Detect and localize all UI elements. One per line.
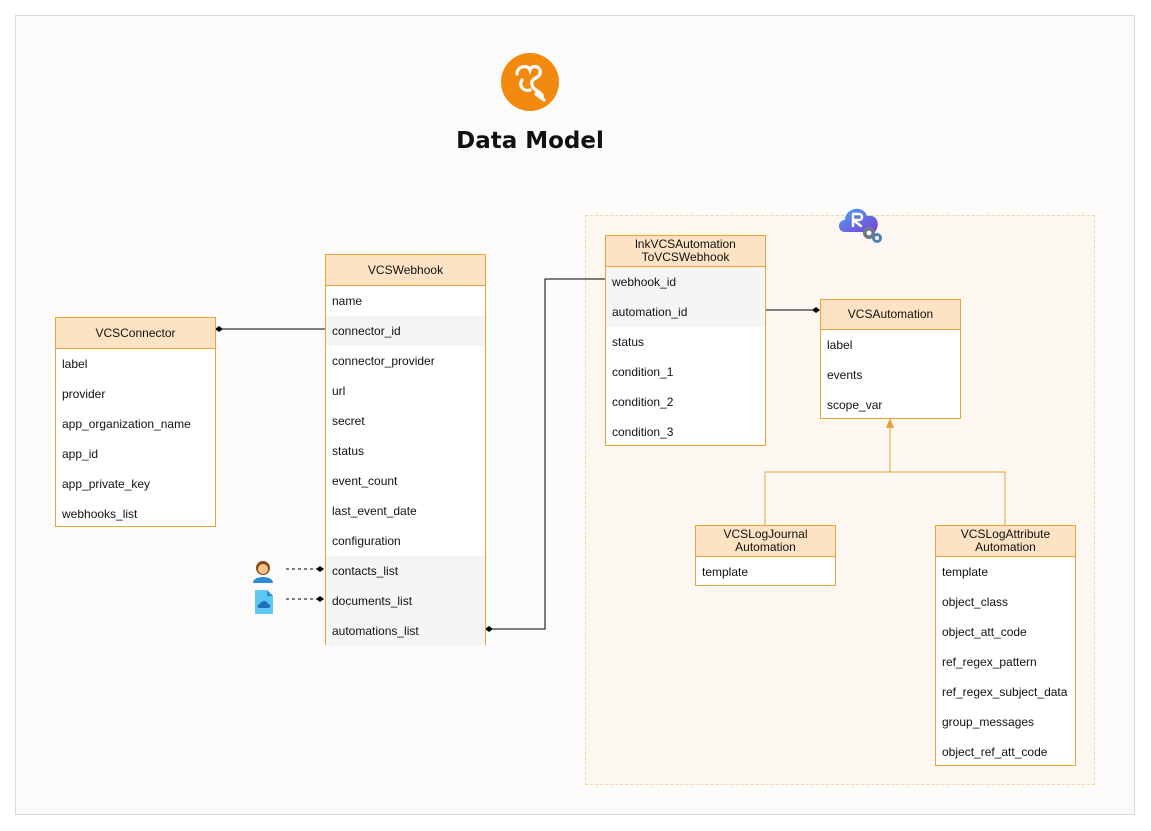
entity-field: condition_1 bbox=[612, 365, 674, 379]
entity-title-line1: VCSLogAttribute bbox=[960, 527, 1051, 541]
diagram-title: Data Model bbox=[456, 128, 604, 154]
entity-title-line1: VCSLogJournal bbox=[723, 527, 808, 541]
entity-field: status bbox=[332, 444, 365, 458]
entity-field: automation_id bbox=[606, 297, 765, 327]
entity-field: ref_regex_pattern bbox=[942, 655, 1037, 669]
entity-header: VCSAutomation bbox=[821, 300, 960, 330]
entity-field: template bbox=[942, 565, 989, 579]
itop-logo-icon bbox=[501, 53, 559, 111]
inheritance-line bbox=[764, 471, 1006, 526]
entity-field: condition_2 bbox=[612, 395, 674, 409]
entity-vcslogjournalautomation: VCSLogJournal Automation template bbox=[695, 525, 836, 586]
entity-field: provider bbox=[62, 387, 106, 401]
entity-field: last_event_date bbox=[332, 504, 417, 518]
entity-title-line1: lnkVCSAutomation bbox=[635, 237, 736, 251]
entity-field: name bbox=[332, 294, 363, 308]
entity-title: VCSConnector bbox=[95, 325, 176, 340]
entity-field: app_private_key bbox=[62, 477, 151, 491]
entity-vcswebhook: VCSWebhook name connector_id connector_p… bbox=[325, 254, 486, 646]
entity-field: events bbox=[827, 368, 863, 382]
entity-header: lnkVCSAutomation ToVCSWebhook bbox=[606, 236, 765, 267]
entity-field: contacts_list bbox=[326, 556, 485, 586]
webhook-automation-link bbox=[489, 278, 605, 630]
entity-field: label bbox=[827, 338, 853, 352]
composition-diamond bbox=[316, 596, 324, 602]
entity-title-line2: ToVCSWebhook bbox=[641, 250, 730, 264]
entity-title: VCSWebhook bbox=[367, 262, 444, 277]
entity-field: connector_provider bbox=[332, 354, 435, 368]
entity-field: ref_regex_subject_data bbox=[942, 685, 1068, 699]
entity-field: connector_id bbox=[326, 316, 485, 346]
entity-title-line2: Automation bbox=[975, 540, 1036, 554]
inheritance-arrowhead bbox=[886, 418, 894, 428]
entity-field: webhooks_list bbox=[62, 507, 138, 521]
entity-field: condition_3 bbox=[612, 425, 674, 439]
entity-field: app_organization_name bbox=[62, 417, 191, 431]
entity-title: VCSAutomation bbox=[847, 307, 934, 321]
composition-diamond bbox=[215, 326, 223, 332]
person-icon bbox=[253, 561, 273, 583]
entity-field: object_class bbox=[942, 595, 1009, 609]
entity-header: VCSWebhook bbox=[326, 255, 485, 286]
composition-diamond bbox=[812, 307, 820, 313]
entity-header: VCSLogJournal Automation bbox=[696, 526, 835, 557]
cloud-document-icon bbox=[255, 590, 273, 614]
entity-title-line2: Automation bbox=[735, 540, 796, 554]
entity-vcsautomation: VCSAutomation label events scope_var bbox=[820, 299, 961, 419]
entity-field: object_att_code bbox=[942, 625, 1027, 639]
entity-lnkvcsautomationtovcswebhook: lnkVCSAutomation ToVCSWebhook webhook_id… bbox=[605, 235, 766, 446]
entity-field: automations_list bbox=[326, 616, 485, 646]
entity-vcsconnector: VCSConnector label provider app_organiza… bbox=[55, 317, 216, 527]
entity-field: label bbox=[62, 357, 88, 371]
cloud-gear-icon bbox=[839, 208, 882, 243]
entity-field: documents_list bbox=[326, 586, 485, 616]
entity-field: secret bbox=[332, 414, 365, 428]
entity-vcslogattributeautomation: VCSLogAttribute Automation template obje… bbox=[935, 525, 1076, 766]
entity-header: VCSConnector bbox=[56, 318, 215, 349]
entity-field: group_messages bbox=[942, 715, 1035, 729]
entity-field: status bbox=[612, 335, 645, 349]
entity-field: template bbox=[702, 565, 749, 579]
entity-field: configuration bbox=[332, 534, 401, 548]
entity-header: VCSLogAttribute Automation bbox=[936, 526, 1075, 557]
composition-diamond bbox=[485, 626, 493, 632]
entity-field: scope_var bbox=[827, 398, 883, 412]
entity-field: object_ref_att_code bbox=[942, 745, 1048, 759]
composition-diamond bbox=[316, 566, 324, 572]
entity-field: webhook_id bbox=[606, 267, 765, 297]
entity-field: app_id bbox=[62, 447, 99, 461]
entity-field: event_count bbox=[332, 474, 398, 488]
entity-field: url bbox=[332, 384, 346, 398]
